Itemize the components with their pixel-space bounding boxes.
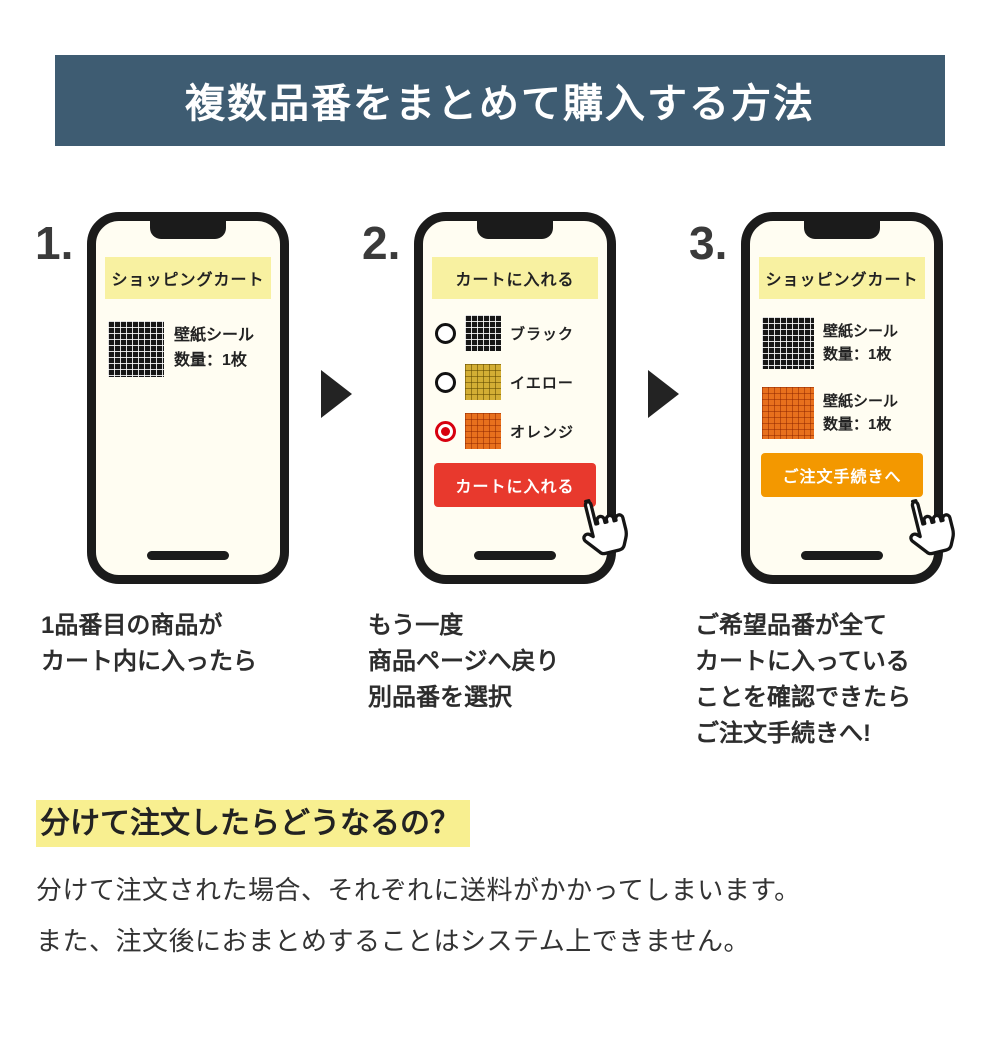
phone-1: ショッピングカート 壁紙シール 数量：1枚 [87,212,289,584]
page-title: 複数品番をまとめて購入する方法 [185,82,815,126]
black-grid-swatch [465,315,501,351]
step-2-caption: もう一度 商品ページへ戻り 別品番を選択 [368,612,560,711]
product-name: 壁紙シール [823,322,899,340]
step-2-number: 2. [362,217,401,269]
product-quantity: 数量：1枚 [823,416,892,433]
step-1-caption: 1品番目の商品が カート内に入ったら [41,612,257,675]
step-3-caption: ご希望品番が全て カートに入っている ことを確認できたら ご注文手続きへ! [695,612,911,747]
cart-item-text: 壁紙シール 数量：1枚 [823,320,898,367]
color-options: ブラック イエロー オレンジ [423,315,607,449]
page-title-bar: 複数品番をまとめて購入する方法 [55,55,945,146]
radio-unselected-icon[interactable] [435,322,456,344]
step-1: 1. ショッピングカート 壁紙シール 数量：1枚 [29,212,317,680]
cart-item: 壁紙シール 数量：1枚 [96,321,280,377]
step-3-top: 3. ショッピングカート 壁紙シール 数量：1枚 [683,212,971,584]
phone-1-screen: ショッピングカート 壁紙シール 数量：1枚 [96,221,280,377]
product-quantity: 数量：1枚 [174,352,247,369]
cart-item: 壁紙シール 数量：1枚 [750,317,934,369]
step-1-number: 1. [35,217,74,269]
checkout-button[interactable]: ご注文手続きへ [761,453,923,497]
phone-home-indicator [147,551,229,560]
option-label: イエロー [510,374,574,392]
option-yellow[interactable]: イエロー [435,364,595,400]
footer-heading: 分けて注文したらどうなるの？ [36,798,960,847]
phone-notch-icon [477,220,553,239]
add-to-cart-banner: カートに入れる [432,257,598,299]
cart-item: 壁紙シール 数量：1枚 [750,387,934,439]
option-label: ブラック [510,325,575,343]
radio-selected-icon[interactable] [435,420,456,442]
black-grid-swatch [108,321,164,377]
add-to-cart-button[interactable]: カートに入れる [434,463,596,507]
step-2-top: 2. カートに入れる ブラック [356,212,644,584]
black-grid-swatch [762,317,814,369]
phone-home-indicator [474,551,556,560]
step-1-top: 1. ショッピングカート 壁紙シール 数量：1枚 [29,212,317,584]
phone-notch-icon [804,220,880,239]
radio-unselected-icon[interactable] [435,371,456,393]
orange-grid-swatch [465,413,501,449]
product-name: 壁紙シール [174,327,255,345]
phone-2: カートに入れる ブラック イエロー [414,212,628,584]
footer-note: 分けて注文したらどうなるの？ 分けて注文された場合、それぞれに送料がかかってしま… [36,798,960,958]
product-name: 壁紙シール [823,392,899,410]
option-orange[interactable]: オレンジ [435,413,595,449]
cart-item-text: 壁紙シール 数量：1枚 [823,390,898,437]
shopping-cart-banner: ショッピングカート [105,257,271,299]
hand-pointer-icon [557,483,645,574]
instruction-graphic: 複数品番をまとめて購入する方法 1. ショッピングカート 壁紙シール 数量：1枚 [0,55,1000,1055]
steps-row: 1. ショッピングカート 壁紙シール 数量：1枚 [0,212,1000,752]
footer-body-line-1: 分けて注文された場合、それぞれに送料がかかってしまいます。 [36,875,801,905]
right-arrow-icon [321,370,352,418]
right-arrow-icon [648,370,679,418]
option-black[interactable]: ブラック [435,315,595,351]
cart-item-text: 壁紙シール 数量：1枚 [174,324,254,374]
phone-home-indicator [801,551,883,560]
hand-pointer-icon [884,483,972,574]
footer-heading-highlight: 分けて注文したらどうなるの？ [36,800,470,847]
step-3: 3. ショッピングカート 壁紙シール 数量：1枚 [683,212,971,752]
yellow-grid-swatch [465,364,501,400]
orange-grid-swatch [762,387,814,439]
footer-body-line-2: また、注文後におまとめすることはシステム上できません。 [36,926,750,956]
step-3-number: 3. [689,217,728,269]
product-quantity: 数量：1枚 [823,346,892,363]
step-2: 2. カートに入れる ブラック [356,212,644,716]
phone-3-screen: ショッピングカート 壁紙シール 数量：1枚 壁紙シール [750,221,934,497]
phone-notch-icon [150,220,226,239]
shopping-cart-banner: ショッピングカート [759,257,925,299]
phone-2-screen: カートに入れる ブラック イエロー [423,221,607,507]
phone-3: ショッピングカート 壁紙シール 数量：1枚 壁紙シール [741,212,955,584]
option-label: オレンジ [510,423,575,441]
